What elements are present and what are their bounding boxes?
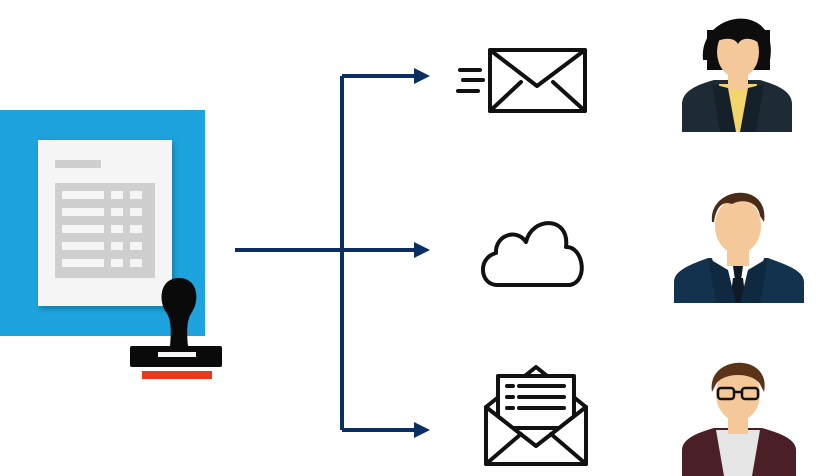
glasses-icon (716, 386, 760, 401)
arrowhead-middle (414, 242, 430, 258)
woman-avatar-icon (682, 18, 792, 132)
arrowhead-top (414, 68, 430, 84)
man-avatar-icon (674, 192, 804, 303)
arrowhead-bottom (414, 422, 430, 438)
stamped-document-icon (0, 110, 222, 379)
sending-envelope-icon (456, 48, 587, 113)
rubber-stamp-icon (130, 278, 222, 379)
paper-table (55, 160, 155, 278)
woman-glasses-avatar-icon (682, 362, 796, 476)
connector-arrows (235, 74, 418, 432)
open-envelope-letter-icon (484, 365, 588, 466)
stamp-ink-mark (142, 371, 212, 379)
cloud-icon (481, 221, 584, 287)
